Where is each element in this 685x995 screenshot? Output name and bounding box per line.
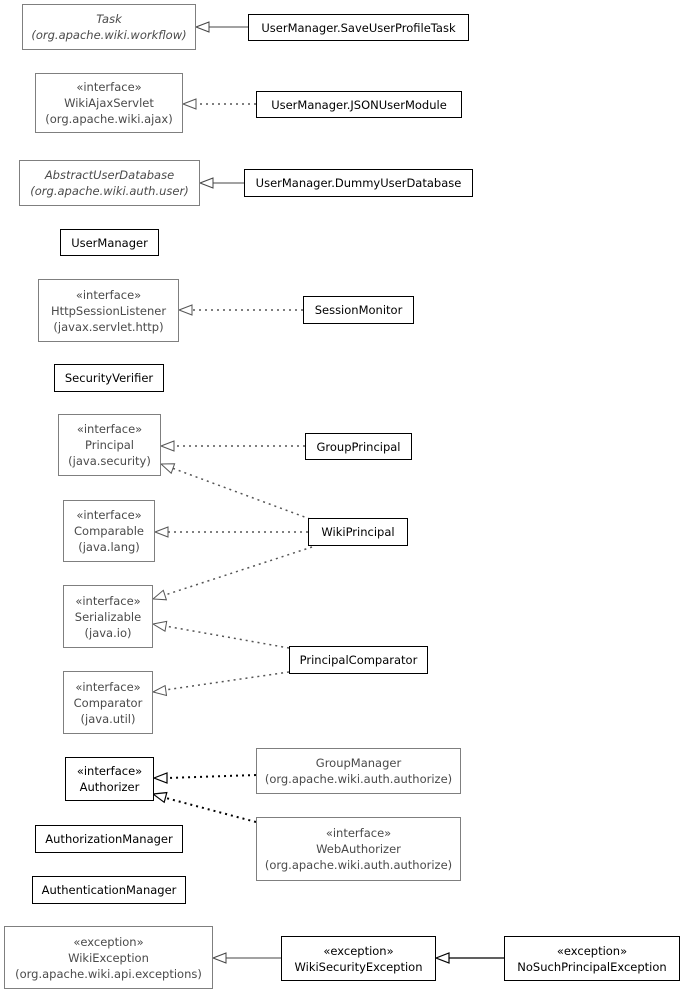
class-name: UserManager.DummyUserDatabase bbox=[255, 176, 462, 190]
class-box-principal-comparator: PrincipalComparator bbox=[289, 646, 428, 674]
edge-groupManager-authorizer bbox=[166, 774, 257, 779]
edge-wikiPrincipal-serializable bbox=[164, 546, 313, 596]
interface-box-wiki-ajax-servlet: «interface» WikiAjaxServlet (org.apache.… bbox=[35, 73, 183, 133]
class-name: Authorizer bbox=[79, 780, 140, 794]
class-package: (java.io) bbox=[84, 625, 132, 640]
class-package: (javax.servlet.http) bbox=[53, 319, 164, 334]
interface-box-serializable: «interface» Serializable (java.io) bbox=[63, 585, 153, 648]
stereotype: «exception» bbox=[556, 943, 628, 958]
class-name: WikiAjaxServlet bbox=[64, 96, 154, 110]
interface-box-authorizer: «interface» Authorizer bbox=[65, 757, 154, 801]
arrowhead-comparable bbox=[153, 526, 169, 538]
class-name: UserManager.SaveUserProfileTask bbox=[261, 20, 456, 35]
arrowhead-wikiException bbox=[211, 952, 227, 964]
interface-box-comparable: «interface» Comparable (java.lang) bbox=[63, 500, 155, 562]
edge-wikiPrincipal-principal bbox=[171, 467, 311, 520]
arrowhead-task bbox=[194, 21, 210, 33]
class-package: (org.apache.wiki.auth.user) bbox=[30, 184, 189, 198]
arrowhead-serializable-1 bbox=[151, 589, 168, 601]
class-box-authentication-manager: AuthenticationManager bbox=[32, 876, 186, 904]
exception-box-wiki-security-exception: «exception» WikiSecurityException bbox=[281, 936, 436, 981]
class-name: Comparator bbox=[73, 695, 143, 710]
interface-box-comparator: «interface» Comparator (java.util) bbox=[63, 671, 153, 734]
stereotype: «interface» bbox=[75, 679, 141, 694]
class-name: Comparable bbox=[74, 524, 144, 538]
class-name: WebAuthorizer bbox=[316, 842, 401, 856]
exception-box-no-such-principal-exception: «exception» NoSuchPrincipalException bbox=[504, 936, 680, 981]
class-name: Principal bbox=[84, 438, 134, 452]
interface-box-principal: «interface» Principal (java.security) bbox=[58, 414, 161, 476]
arrowhead-abstractUserDb bbox=[198, 177, 214, 189]
class-name: AuthenticationManager bbox=[41, 883, 177, 897]
class-package: (org.apache.wiki.api.exceptions) bbox=[15, 966, 202, 981]
class-name: PrincipalComparator bbox=[299, 653, 418, 667]
edge-webAuthorizer-authorizer bbox=[165, 797, 257, 823]
interface-box-http-session-listener: «interface» HttpSessionListener (javax.s… bbox=[38, 279, 179, 342]
arrowhead-principal-1 bbox=[159, 440, 175, 452]
class-box-abstract-user-database: AbstractUserDatabase (org.apache.wiki.au… bbox=[19, 160, 200, 206]
class-package: (org.apache.wiki.workflow) bbox=[31, 28, 187, 42]
class-name: UserManager bbox=[71, 235, 148, 250]
class-name: WikiException bbox=[68, 950, 149, 965]
stereotype: «exception» bbox=[73, 934, 144, 949]
class-package: (java.lang) bbox=[78, 540, 140, 554]
stereotype: «interface» bbox=[76, 422, 143, 436]
stereotype: «exception» bbox=[323, 943, 394, 958]
class-name: GroupPrincipal bbox=[316, 439, 401, 454]
class-package: (org.apache.wiki.ajax) bbox=[45, 112, 173, 126]
stereotype: «interface» bbox=[325, 826, 392, 840]
class-box-task: Task (org.apache.wiki.workflow) bbox=[22, 4, 196, 50]
arrowhead-authorizer-1 bbox=[152, 772, 168, 784]
stereotype: «interface» bbox=[76, 764, 143, 778]
class-name: Task bbox=[96, 12, 122, 26]
class-box-group-manager: GroupManager (org.apache.wiki.auth.autho… bbox=[256, 748, 461, 794]
class-name: HttpSessionListener bbox=[50, 303, 167, 318]
class-name: Serializable bbox=[74, 609, 142, 624]
class-name: SecurityVerifier bbox=[64, 371, 154, 385]
interface-box-web-authorizer: «interface» WebAuthorizer (org.apache.wi… bbox=[256, 817, 461, 881]
class-box-session-monitor: SessionMonitor bbox=[303, 296, 414, 324]
arrowhead-ajaxServlet bbox=[181, 98, 197, 110]
class-box-save-user-profile-task: UserManager.SaveUserProfileTask bbox=[248, 14, 469, 41]
class-box-wiki-principal: WikiPrincipal bbox=[308, 518, 408, 546]
class-name: GroupManager bbox=[315, 756, 402, 770]
class-name: AuthorizationManager bbox=[45, 832, 173, 846]
class-name: UserManager.JSONUserModule bbox=[271, 97, 447, 112]
class-box-authorization-manager: AuthorizationManager bbox=[35, 825, 183, 853]
edge-principalComparator-serializable bbox=[164, 625, 290, 649]
class-name: WikiSecurityException bbox=[294, 959, 423, 974]
arrowhead-wikiSecurityException bbox=[434, 952, 450, 964]
class-box-group-principal: GroupPrincipal bbox=[305, 433, 412, 460]
class-package: (org.apache.wiki.auth.authorize) bbox=[264, 772, 453, 786]
stereotype: «interface» bbox=[76, 80, 142, 94]
arrowhead-comparator bbox=[151, 684, 168, 697]
class-name: WikiPrincipal bbox=[321, 525, 395, 539]
arrowhead-principal-2 bbox=[159, 463, 176, 475]
arrowhead-authorizer-2 bbox=[151, 791, 168, 804]
class-name: AbstractUserDatabase bbox=[44, 168, 175, 182]
class-box-security-verifier: SecurityVerifier bbox=[54, 364, 164, 392]
class-package: (org.apache.wiki.auth.authorize) bbox=[264, 858, 453, 872]
stereotype: «interface» bbox=[76, 508, 142, 522]
exception-box-wiki-exception: «exception» WikiException (org.apache.wi… bbox=[4, 926, 213, 989]
class-package: (java.util) bbox=[80, 711, 136, 726]
arrowhead-httpListener bbox=[177, 304, 193, 316]
class-name: NoSuchPrincipalException bbox=[517, 959, 667, 974]
class-box-json-user-module: UserManager.JSONUserModule bbox=[256, 91, 462, 118]
class-box-user-manager: UserManager bbox=[60, 229, 159, 256]
class-name: SessionMonitor bbox=[314, 303, 403, 317]
class-box-dummy-user-database: UserManager.DummyUserDatabase bbox=[244, 169, 473, 197]
edge-principalComparator-comparator bbox=[164, 671, 290, 691]
stereotype: «interface» bbox=[75, 287, 142, 302]
stereotype: «interface» bbox=[75, 593, 141, 608]
class-package: (java.security) bbox=[68, 454, 151, 468]
arrowhead-serializable-2 bbox=[151, 620, 168, 633]
